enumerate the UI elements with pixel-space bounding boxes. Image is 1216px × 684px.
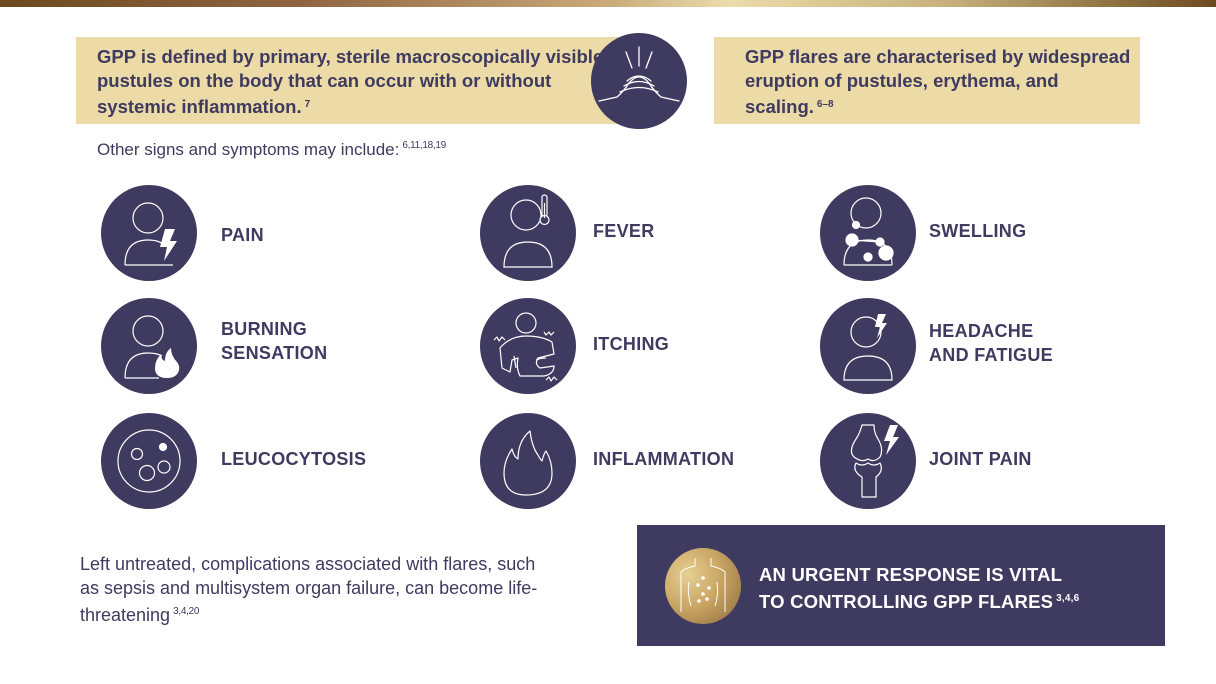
symptoms-intro-text: Other signs and symptoms may include:	[97, 140, 400, 159]
complications-reference: 3,4,20	[173, 606, 200, 617]
symptoms-intro: Other signs and symptoms may include:6,1…	[97, 140, 446, 160]
symptom-label-swelling: SWELLING	[929, 221, 1027, 241]
symptom-label-burning-sensation: BURNING SENSATION	[221, 319, 328, 363]
symptom-label-inflammation: INFLAMMATION	[593, 449, 735, 469]
symptoms-intro-reference: 6,11,18,19	[402, 140, 446, 151]
urgent-line-1: AN URGENT RESPONSE IS VITAL	[759, 564, 1063, 585]
flame-icon	[480, 413, 576, 509]
pustule-skin-icon	[591, 33, 687, 129]
person-scratching-icon	[480, 298, 576, 394]
symptom-label-fever: FEVER	[593, 221, 655, 241]
symptom-label-pain: PAIN	[221, 225, 264, 245]
flares-reference: 6–8	[816, 99, 834, 110]
urgent-response-banner: AN URGENT RESPONSE IS VITAL TO CONTROLLI…	[637, 525, 1165, 646]
symptom-label-leucocytosis: LEUCOCYTOSIS	[221, 449, 367, 469]
top-gold-bar	[0, 0, 1216, 7]
definition-text: GPP is defined by primary, sterile macro…	[97, 46, 604, 117]
symptom-label-itching: ITCHING	[593, 334, 670, 354]
symptom-label-headache-and-fatigue: HEADACHE AND FATIGUE	[929, 321, 1053, 365]
person-lightning-icon	[101, 185, 197, 281]
person-headache-icon	[820, 298, 916, 394]
symptom-label-joint-pain: JOINT PAIN	[929, 449, 1032, 469]
definition-reference: 7	[304, 99, 311, 110]
person-flame-icon	[101, 298, 197, 394]
urgent-line-2: TO CONTROLLING GPP FLARES	[759, 591, 1054, 612]
complications-text: Left untreated, complications associated…	[80, 554, 538, 625]
complications-note: Left untreated, complications associated…	[80, 552, 550, 627]
cells-icon	[101, 413, 197, 509]
flares-callout: GPP flares are characterised by widespre…	[714, 37, 1140, 124]
person-thermometer-icon	[480, 185, 576, 281]
urgent-reference: 3,4,6	[1056, 593, 1080, 604]
definition-callout: GPP is defined by primary, sterile macro…	[76, 37, 622, 124]
urgent-response-text: AN URGENT RESPONSE IS VITAL TO CONTROLLI…	[759, 563, 1079, 614]
flares-text: GPP flares are characterised by widespre…	[745, 46, 1131, 117]
knee-joint-icon	[820, 413, 916, 509]
torso-pustules-icon	[665, 548, 741, 624]
person-swelling-icon	[820, 185, 916, 281]
